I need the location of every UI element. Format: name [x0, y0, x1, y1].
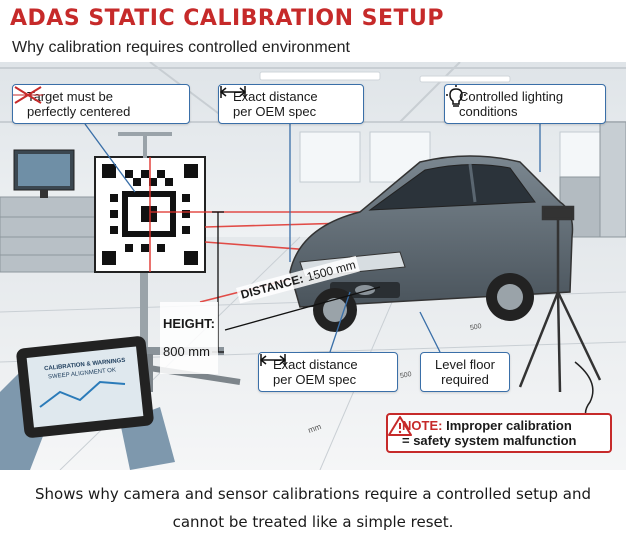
callout-lighting-text: Controlled lighting conditions: [459, 89, 564, 119]
image-caption: Shows why camera and sensor calibrations…: [35, 485, 591, 531]
height-label: HEIGHT:: [163, 316, 215, 331]
vehicle: [289, 155, 574, 332]
tablet-device: [0, 336, 175, 470]
callout-exact-distance-bottom: Exact distance per OEM spec: [258, 352, 398, 392]
callout-level-floor: Level floor required: [420, 352, 510, 392]
callout-controlled-lighting: Controlled lighting conditions: [444, 84, 606, 124]
callout-distance-bottom-text: Exact distance per OEM spec: [273, 357, 358, 387]
diagnostic-monitor: [13, 149, 75, 198]
distance-dimension: [224, 286, 381, 331]
note-line-1: Improper calibration: [446, 418, 572, 433]
callout-target-centered: Target must be perfectly centered: [12, 84, 190, 124]
callout-leaders: [84, 123, 541, 353]
page-title: ADAS STATIC CALIBRATION SETUP: [10, 6, 445, 31]
callout-level-floor-text: Level floor required: [435, 357, 495, 387]
page-subtitle: Why calibration requires controlled envi…: [12, 39, 350, 56]
tool-cabinet: [0, 196, 96, 273]
ceiling-lights: [259, 71, 511, 83]
callout-exact-distance-top: Exact distance per OEM spec: [218, 84, 364, 124]
calibration-scene: CALIBRATION & WARNINGS SWEEP ALIGNMENT O…: [0, 62, 626, 470]
height-value: 800 mm: [163, 344, 210, 359]
note-line-2: = safety system malfunction: [402, 433, 577, 448]
note-head: NOTE:: [402, 418, 443, 433]
height-measurement: HEIGHT: 800 mm: [160, 302, 218, 374]
note-warning-box: NOTE: Improper calibration = safety syst…: [386, 413, 612, 453]
